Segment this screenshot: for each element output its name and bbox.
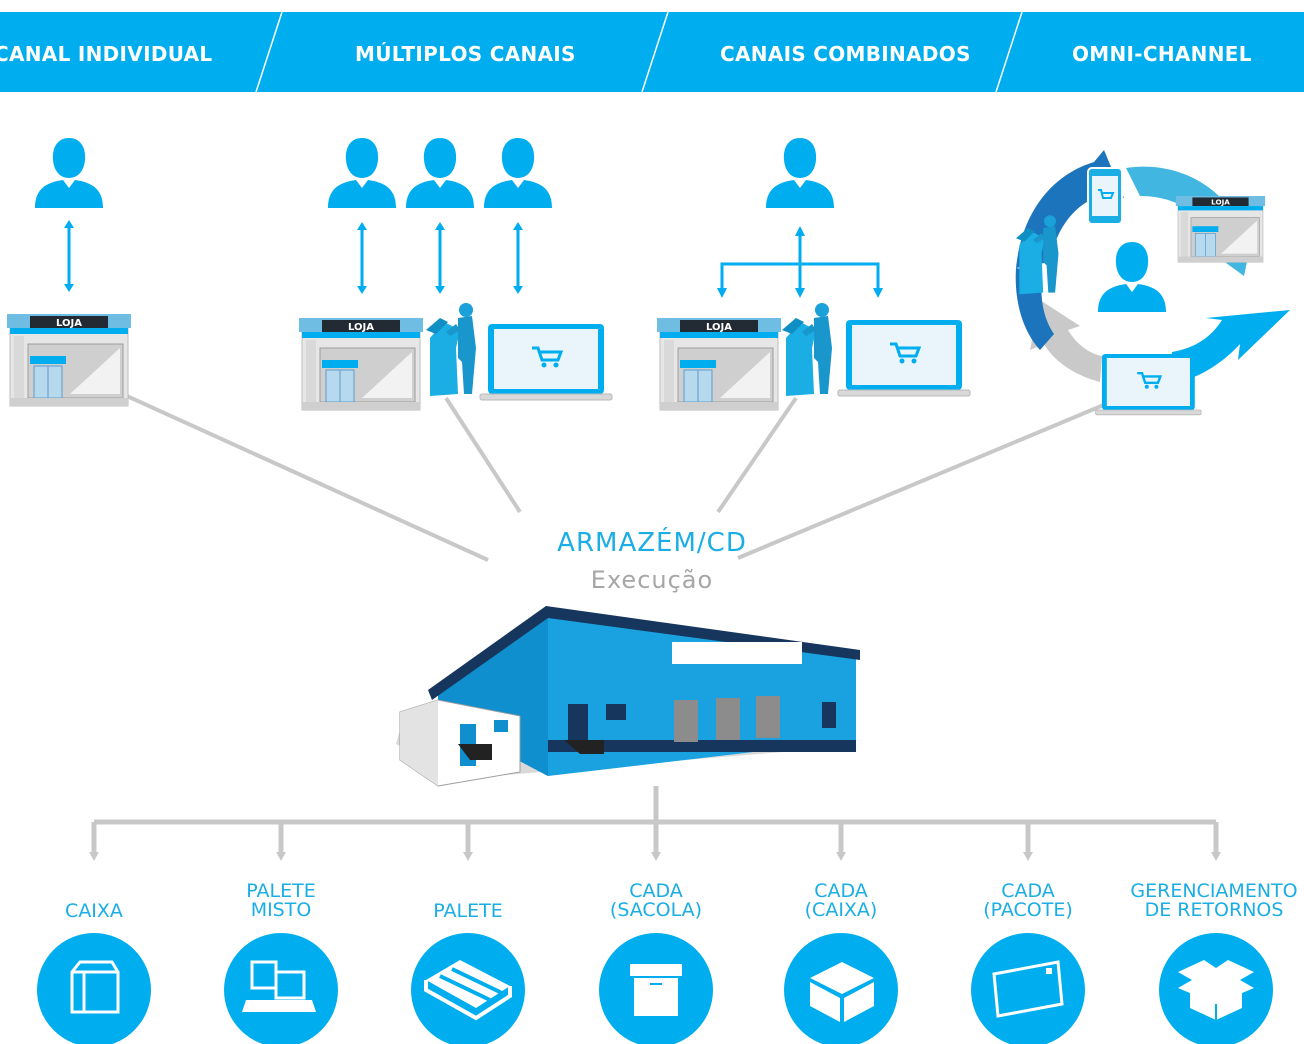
hub-subtitle: Execução [590, 566, 714, 594]
omni-customer-icon [1098, 242, 1166, 312]
header-band [0, 12, 1304, 92]
output-circle-pacote [971, 933, 1085, 1044]
combined-arrows [717, 226, 883, 298]
output-label-palete: PALETE [433, 900, 503, 922]
multi-laptop-icon [478, 322, 614, 402]
channel-label-omni: OMNI-CHANNEL [1072, 42, 1252, 66]
multi-arrow-2 [433, 220, 447, 296]
store-sign-4: LOJA [1211, 198, 1230, 207]
output-circle-palete [411, 933, 525, 1044]
omni-store-icon: LOJA [1175, 195, 1266, 263]
output-circle-caixa [37, 933, 151, 1044]
store-sign-2: LOJA [348, 322, 374, 333]
distribution-lines [91, 786, 1219, 854]
channel-label-combined: CANAIS COMBINADOS [720, 42, 971, 66]
combined-customer-icon [766, 138, 834, 208]
multi-kiosk-icon [426, 303, 476, 396]
omni-phone-icon [1087, 167, 1123, 225]
output-circle-palete-misto [224, 933, 338, 1044]
output-circle-cada-caixa [784, 933, 898, 1044]
individual-arrow [62, 218, 76, 294]
individual-store-icon: LOJA [6, 313, 132, 407]
output-label-pacote: CADA (PACOTE) [983, 880, 1073, 921]
omni-laptop-icon [1094, 352, 1203, 416]
channel-label-individual: CANAL INDIVIDUAL [0, 42, 213, 66]
output-label-palete-misto: PALETE MISTO [246, 880, 316, 921]
combined-store-icon: LOJA [656, 317, 782, 411]
multi-customer-1-icon [328, 138, 396, 208]
multi-store-icon: LOJA [298, 317, 424, 411]
individual-customer-icon [35, 138, 103, 208]
output-label-caixa: CAIXA [65, 900, 123, 922]
output-circle-sacola [599, 933, 713, 1044]
store-sign-3: LOJA [706, 322, 732, 333]
output-circle-retornos [1159, 933, 1273, 1044]
store-sign-1: LOJA [56, 318, 82, 329]
warehouse-icon [396, 606, 860, 787]
multi-customer-2-icon [406, 138, 474, 208]
multi-arrow-1 [355, 220, 369, 296]
channel-label-multiple: MÚLTIPLOS CANAIS [355, 42, 576, 66]
hub-connectors [117, 390, 1107, 562]
header-separators [255, 11, 1023, 93]
multi-arrow-3 [511, 220, 525, 296]
multi-customer-3-icon [484, 138, 552, 208]
combined-laptop-icon [836, 318, 972, 398]
distribution-arrowheads [89, 852, 1221, 861]
combined-kiosk-icon [782, 303, 832, 396]
output-label-cada-caixa: CADA (CAIXA) [804, 880, 878, 921]
output-label-retornos: GERENCIAMENTO DE RETORNOS [1130, 880, 1298, 921]
hub-title: ARMAZÉM/CD [557, 528, 747, 558]
output-label-sacola: CADA (SACOLA) [609, 880, 703, 921]
